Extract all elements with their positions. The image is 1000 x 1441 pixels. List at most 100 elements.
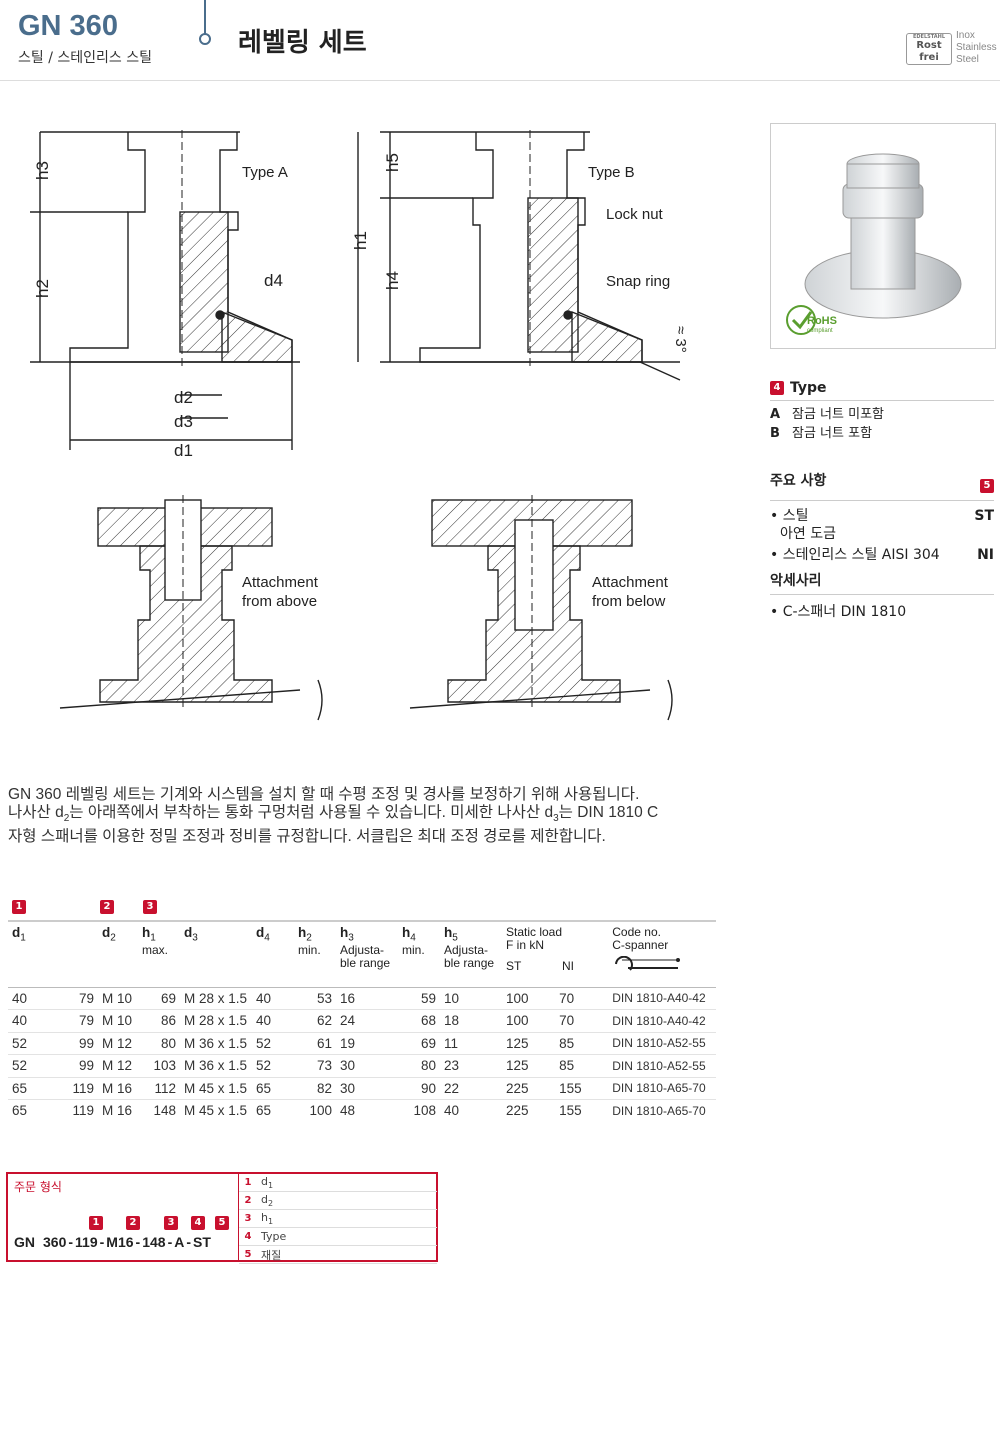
table-cell: 19 bbox=[336, 1031, 398, 1055]
dim-h5: h5 bbox=[383, 153, 402, 172]
table-cell: M 16 bbox=[98, 1076, 138, 1100]
table-cell: M 16 bbox=[98, 1099, 138, 1122]
type-badge: 4 bbox=[770, 381, 784, 395]
order-badge-2: 2 bbox=[126, 1216, 140, 1230]
table-cell: M 12 bbox=[98, 1054, 138, 1077]
type-b-label: Type B bbox=[588, 164, 635, 181]
table-cell: 22 bbox=[440, 1076, 502, 1100]
th-d2: d2 bbox=[98, 920, 138, 988]
table-cell: DIN 1810-A52-55 bbox=[608, 1031, 716, 1055]
order-code-part: - bbox=[99, 1234, 105, 1250]
table-cell: 79 bbox=[46, 1009, 98, 1032]
table-cell: M 28 x 1.5 bbox=[180, 986, 252, 1010]
dim-d3: d3 bbox=[174, 412, 193, 431]
table-cell: 99 bbox=[46, 1031, 98, 1055]
table-cell: 119 bbox=[46, 1076, 98, 1100]
order-code-part: ST bbox=[193, 1234, 211, 1250]
table-cell: M 10 bbox=[98, 1009, 138, 1032]
dim-d4: d4 bbox=[264, 271, 283, 290]
order-code-part: GN bbox=[14, 1234, 35, 1250]
table-cell: 30 bbox=[336, 1054, 398, 1077]
order-badge-3: 3 bbox=[164, 1216, 178, 1230]
order-title: 주문 형식 bbox=[14, 1180, 62, 1194]
table-cell: M 36 x 1.5 bbox=[180, 1054, 252, 1077]
table-cell: 48 bbox=[336, 1099, 398, 1122]
table-cell: 24 bbox=[336, 1009, 398, 1032]
th-d4: d4 bbox=[252, 920, 294, 988]
table-cell: 69 bbox=[138, 986, 180, 1010]
header-rule bbox=[0, 80, 1000, 81]
dim-h4: h4 bbox=[383, 271, 402, 290]
table-cell: 112 bbox=[138, 1076, 180, 1100]
table-cell: 119 bbox=[46, 1099, 98, 1122]
table-cell: 52 bbox=[8, 1054, 46, 1077]
table-cell: M 10 bbox=[98, 986, 138, 1010]
table-cell: M 28 x 1.5 bbox=[180, 1009, 252, 1032]
accessory-section: 악세사리 • C-스패너 DIN 1810 bbox=[770, 570, 994, 621]
stainless-label: Inox Stainless Steel bbox=[956, 30, 997, 65]
rohs-logo: RoHS bbox=[807, 315, 837, 327]
table-cell: 40 bbox=[440, 1099, 502, 1122]
table-cell: 16 bbox=[336, 986, 398, 1010]
table-cell: DIN 1810-A65-70 bbox=[608, 1099, 716, 1122]
table-cell: 30 bbox=[336, 1076, 398, 1100]
table-cell: 103 bbox=[138, 1054, 180, 1077]
table-cell: DIN 1810-A40-42 bbox=[608, 986, 716, 1010]
order-badge-4: 4 bbox=[191, 1216, 205, 1230]
table-cell: 52 bbox=[252, 1031, 294, 1055]
order-badge-1: 1 bbox=[89, 1216, 103, 1230]
table-cell: 73 bbox=[294, 1054, 336, 1077]
table-cell: 100 bbox=[502, 1009, 556, 1032]
attach-below-line1: Attachment bbox=[592, 574, 669, 591]
table-cell: 65 bbox=[252, 1099, 294, 1122]
table-cell: 155 bbox=[555, 1076, 609, 1100]
product-heading: 레벨링 세트 bbox=[238, 28, 367, 58]
table-cell: 86 bbox=[138, 1009, 180, 1032]
table-cell: 68 bbox=[398, 1009, 440, 1032]
product-photo: RoHS compliant bbox=[770, 123, 996, 349]
type-a-label: Type A bbox=[242, 164, 288, 181]
header-divider-dot bbox=[199, 33, 211, 45]
material-badge: 5 bbox=[980, 479, 994, 493]
table-cell: 100 bbox=[502, 986, 556, 1010]
rohs-sub: compliant bbox=[807, 328, 833, 334]
col-badge-d2: 2 bbox=[100, 900, 114, 914]
table-cell: 108 bbox=[398, 1099, 440, 1122]
dim-h2: h2 bbox=[33, 279, 52, 298]
dim-d2: d2 bbox=[174, 388, 193, 407]
technical-drawing: Type A Type B Lock nut Snap ring d4 d2 d… bbox=[30, 130, 689, 721]
order-code-part: M16 bbox=[106, 1234, 134, 1250]
table-cell: 65 bbox=[8, 1099, 46, 1122]
table-cell: 40 bbox=[8, 986, 46, 1010]
description: GN 360 레벨링 세트는 기계와 시스템을 설치 할 때 수평 조정 및 경… bbox=[8, 786, 659, 846]
th-d1: d1 bbox=[8, 920, 46, 988]
dim-h3: h3 bbox=[33, 161, 52, 180]
attach-above-line1: Attachment bbox=[242, 574, 319, 591]
table-cell: 80 bbox=[138, 1031, 180, 1055]
rostfrei-logo: EDELSTAHL Rost frei bbox=[906, 33, 952, 65]
th-code: Code no.C-spanner bbox=[608, 920, 716, 988]
table-cell: 85 bbox=[555, 1031, 609, 1055]
material-steel-finish: 아연 도금 bbox=[780, 526, 836, 542]
table-cell: 59 bbox=[398, 986, 440, 1010]
leveling-set-image: RoHS compliant bbox=[786, 153, 962, 335]
table-cell: 65 bbox=[8, 1076, 46, 1100]
table-cell: 65 bbox=[252, 1076, 294, 1100]
accessory-title: 악세사리 bbox=[770, 573, 822, 589]
table-cell: 82 bbox=[294, 1076, 336, 1100]
th-d3: d3 bbox=[180, 920, 252, 988]
